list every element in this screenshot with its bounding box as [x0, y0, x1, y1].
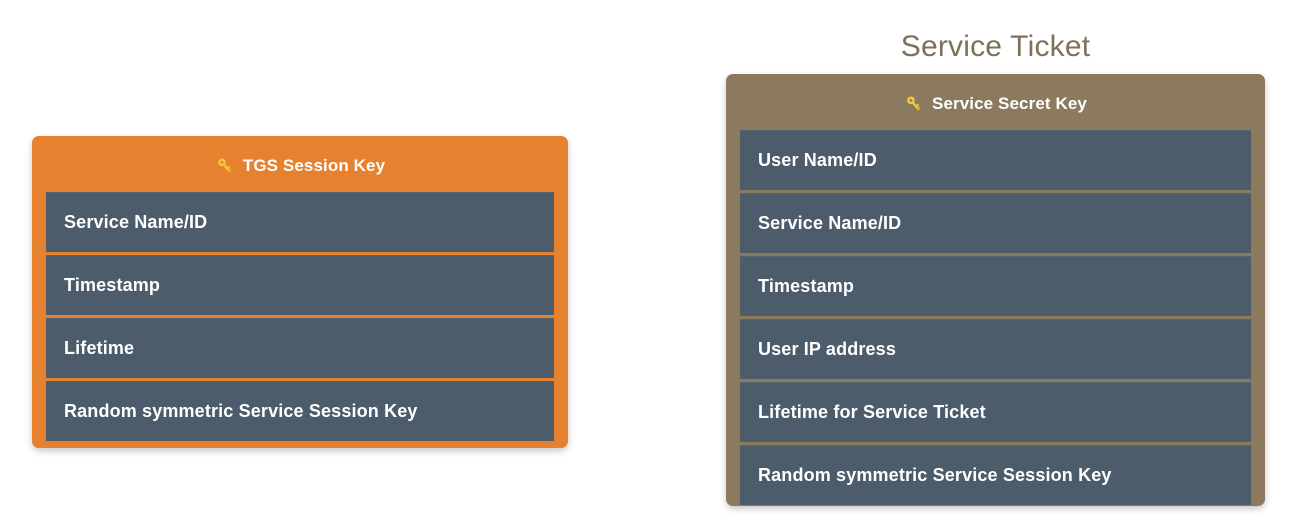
- list-item[interactable]: Lifetime: [46, 318, 554, 378]
- key-icon: [904, 94, 924, 114]
- key-icon: [215, 156, 235, 176]
- tgs-rows-list: Service Name/ID Timestamp Lifetime Rando…: [46, 192, 554, 441]
- row-label: User Name/ID: [758, 149, 877, 170]
- list-item[interactable]: Service Name/ID: [46, 192, 554, 252]
- row-label: Lifetime: [64, 337, 135, 358]
- row-label: Random symmetric Service Session Key: [64, 400, 418, 421]
- service-ticket-card: Service Secret Key User Name/ID Service …: [726, 74, 1265, 506]
- service-card-header: Service Secret Key: [740, 88, 1251, 120]
- row-label: Service Name/ID: [758, 212, 902, 233]
- service-card-header-label: Service Secret Key: [932, 94, 1087, 113]
- list-item[interactable]: Random symmetric Service Session Key: [46, 381, 554, 441]
- tgs-session-key-card: TGS Session Key Service Name/ID Timestam…: [32, 136, 568, 448]
- list-item[interactable]: Lifetime for Service Ticket: [740, 382, 1251, 442]
- list-item[interactable]: Random symmetric Service Session Key: [740, 445, 1251, 505]
- tgs-card-header: TGS Session Key: [46, 150, 554, 182]
- row-label: Lifetime for Service Ticket: [758, 401, 986, 422]
- row-label: Random symmetric Service Session Key: [758, 464, 1112, 485]
- list-item[interactable]: User IP address: [740, 319, 1251, 379]
- service-ticket-title: Service Ticket: [900, 30, 1091, 63]
- row-label: User IP address: [758, 338, 896, 359]
- tgs-card-header-label: TGS Session Key: [242, 156, 386, 175]
- list-item[interactable]: User Name/ID: [740, 130, 1251, 190]
- list-item[interactable]: Timestamp: [740, 256, 1251, 316]
- service-rows-list: User Name/ID Service Name/ID Timestamp U…: [740, 130, 1251, 505]
- row-label: Timestamp: [758, 275, 855, 296]
- row-label: Timestamp: [64, 274, 161, 295]
- list-item[interactable]: Service Name/ID: [740, 193, 1251, 253]
- row-label: Service Name/ID: [64, 211, 208, 232]
- list-item[interactable]: Timestamp: [46, 255, 554, 315]
